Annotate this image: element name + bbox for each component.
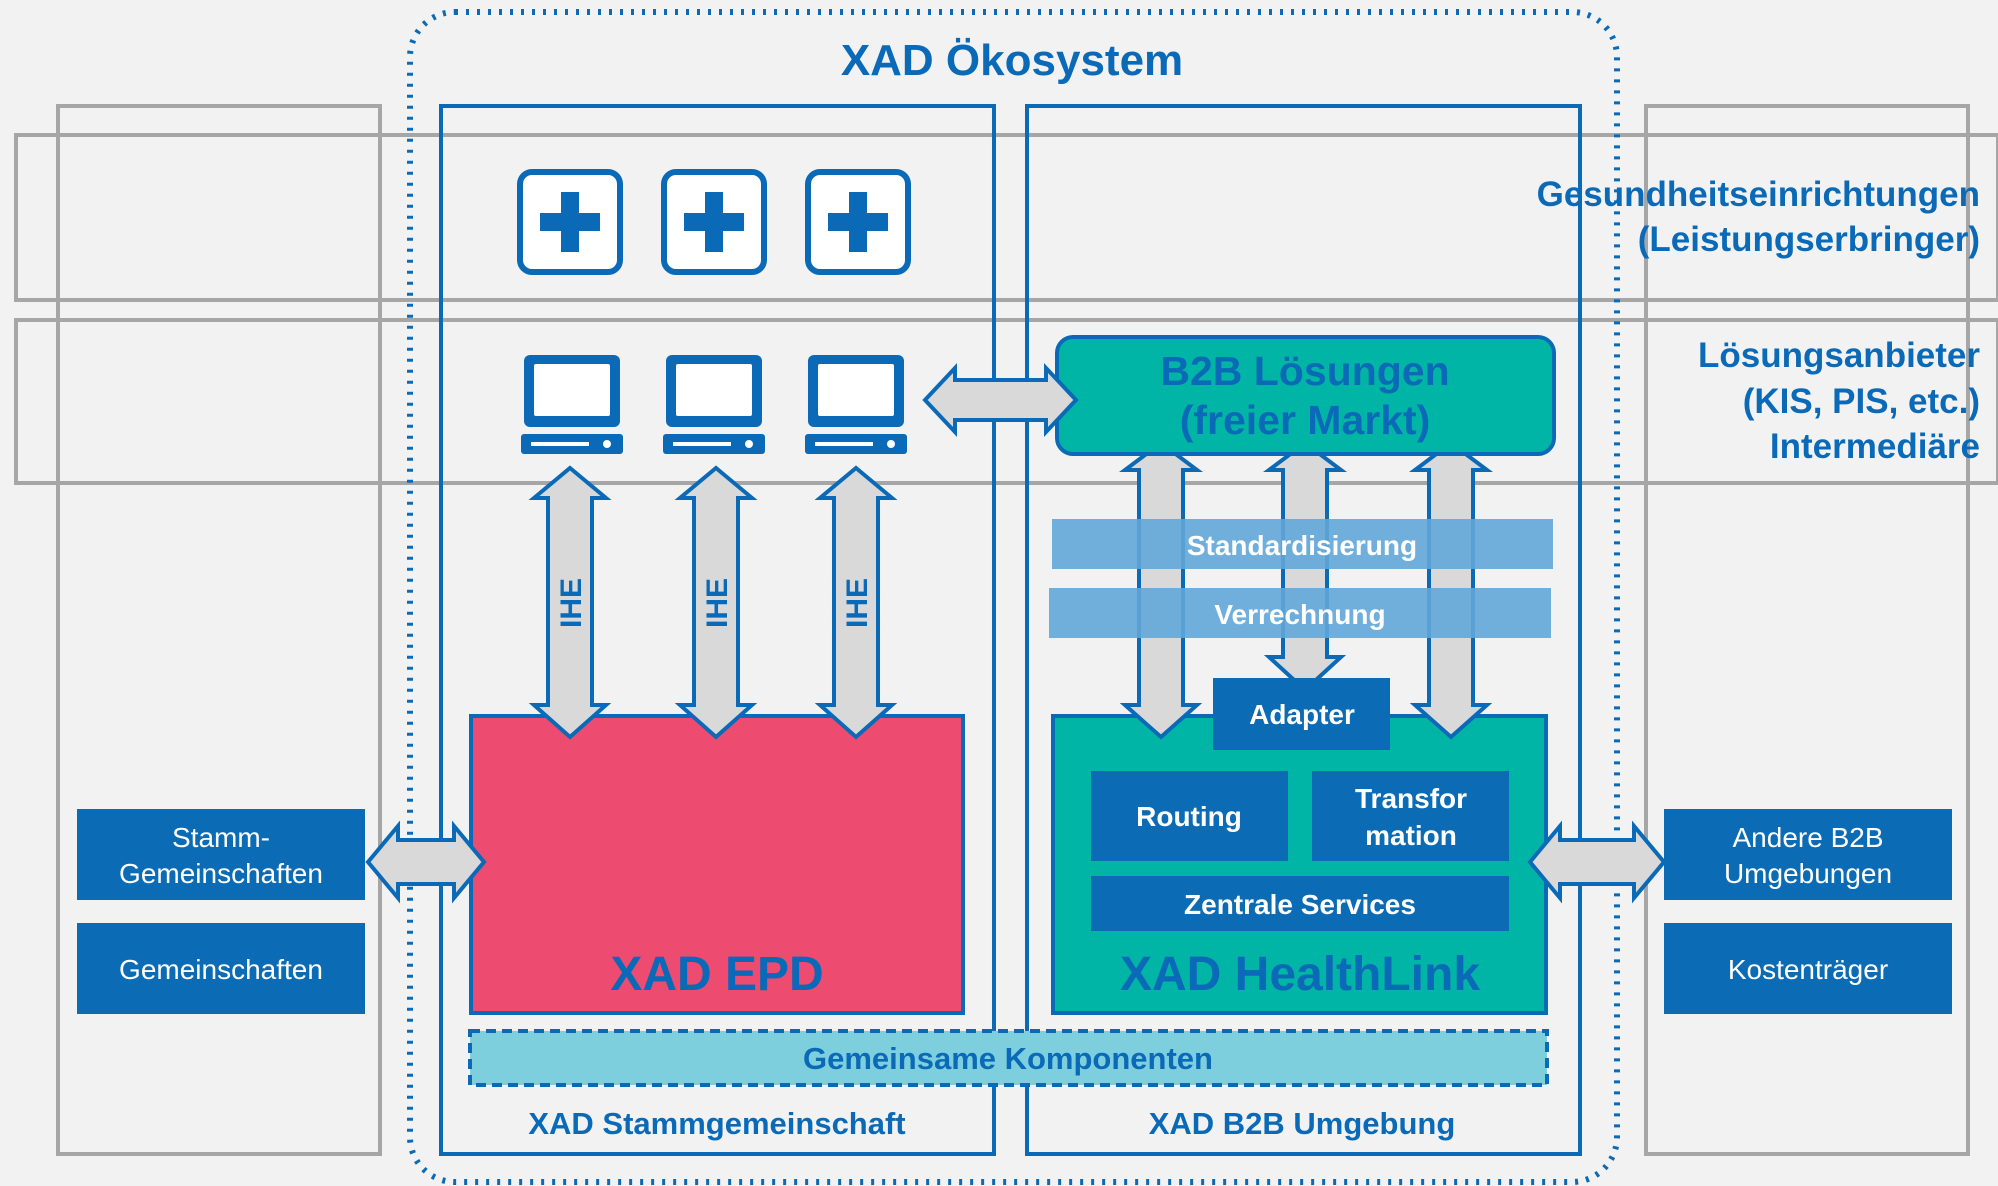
providers-band: [14, 133, 1998, 302]
routing-label: Routing: [1136, 801, 1242, 832]
xad-healthlink-label: XAD HealthLink: [1120, 948, 1480, 1001]
medical-cross-icon: [808, 172, 908, 272]
computer-terminal-icon: [521, 355, 623, 454]
vendors-band: [14, 318, 1998, 485]
adapter-box: [1213, 678, 1390, 750]
vendors-label-line3: Intermediäre: [1770, 427, 1980, 466]
standardization-label: Standardisierung: [1187, 530, 1417, 561]
stamm-gemeinschaften-line1: Stamm-: [172, 822, 270, 853]
computer-terminal-icon: [805, 355, 907, 454]
vendors-label-line1: Lösungsanbieter: [1698, 336, 1980, 375]
b2b-solutions-line2: (freier Markt): [1180, 397, 1431, 443]
transformation-line2: mation: [1365, 820, 1457, 851]
providers-label-line1: Gesundheitseinrichtungen: [1537, 175, 1980, 214]
standardization-band: [1052, 519, 1553, 569]
ihe-arrow-2: [674, 465, 758, 740]
right-side-frame: [1644, 104, 1970, 1156]
left-exchange-arrow: [365, 820, 487, 904]
b2b-solutions-line1: B2B Lösungen: [1160, 348, 1449, 394]
stamm-gemeinschaften-line2: Gemeinschaften: [119, 858, 323, 889]
providers-label-line2: (Leistungserbringer): [1638, 220, 1980, 259]
billing-band: [1049, 588, 1551, 638]
central-services-label: Zentrale Services: [1184, 889, 1416, 920]
kostentraeger-box: [1664, 923, 1952, 1014]
stamm-gemeinschaften-box: [77, 809, 365, 900]
vendors-label-line2: (KIS, PIS, etc.): [1743, 382, 1980, 421]
shared-components-box: [468, 1029, 1549, 1087]
b2b-umgebung-column: [1025, 104, 1582, 1156]
ihe-arrow-3: [814, 465, 898, 740]
medical-cross-icon: [664, 172, 764, 272]
ecosystem-title: XAD Ökosystem: [841, 36, 1183, 85]
stammgemeinschaft-label: XAD Stammgemeinschaft: [528, 1106, 905, 1141]
andere-b2b-line2: Umgebungen: [1724, 858, 1892, 889]
central-services-box: [1091, 876, 1509, 931]
ihe-label: IHE: [841, 578, 874, 628]
ihe-label: IHE: [701, 578, 734, 628]
stammgemeinschaft-column: [439, 104, 996, 1156]
kostentraeger-label: Kostenträger: [1728, 954, 1888, 985]
xad-epd-label: XAD EPD: [610, 948, 823, 1001]
adapter-label: Adapter: [1249, 699, 1355, 730]
pc-b2b-arrow: [922, 362, 1079, 438]
medical-cross-icon: [520, 172, 620, 272]
computer-terminal-icon: [663, 355, 765, 454]
ecosystem-border: [407, 9, 1620, 1185]
billing-label: Verrechnung: [1214, 599, 1385, 630]
gemeinschaften-label: Gemeinschaften: [119, 954, 323, 985]
andere-b2b-line1: Andere B2B: [1733, 822, 1884, 853]
shared-components-label: Gemeinsame Komponenten: [803, 1041, 1213, 1076]
right-exchange-arrow: [1527, 820, 1667, 904]
b2b-umgebung-label: XAD B2B Umgebung: [1149, 1106, 1456, 1141]
ihe-label: IHE: [555, 578, 588, 628]
transformation-box: [1312, 771, 1509, 861]
left-side-frame: [56, 104, 382, 1156]
routing-box: [1091, 771, 1288, 861]
ihe-arrow-1: [528, 465, 612, 740]
gemeinschaften-box: [77, 923, 365, 1014]
xad-epd-box: [469, 714, 965, 1015]
andere-b2b-box: [1664, 809, 1952, 900]
transformation-line1: Transfor: [1355, 783, 1467, 814]
